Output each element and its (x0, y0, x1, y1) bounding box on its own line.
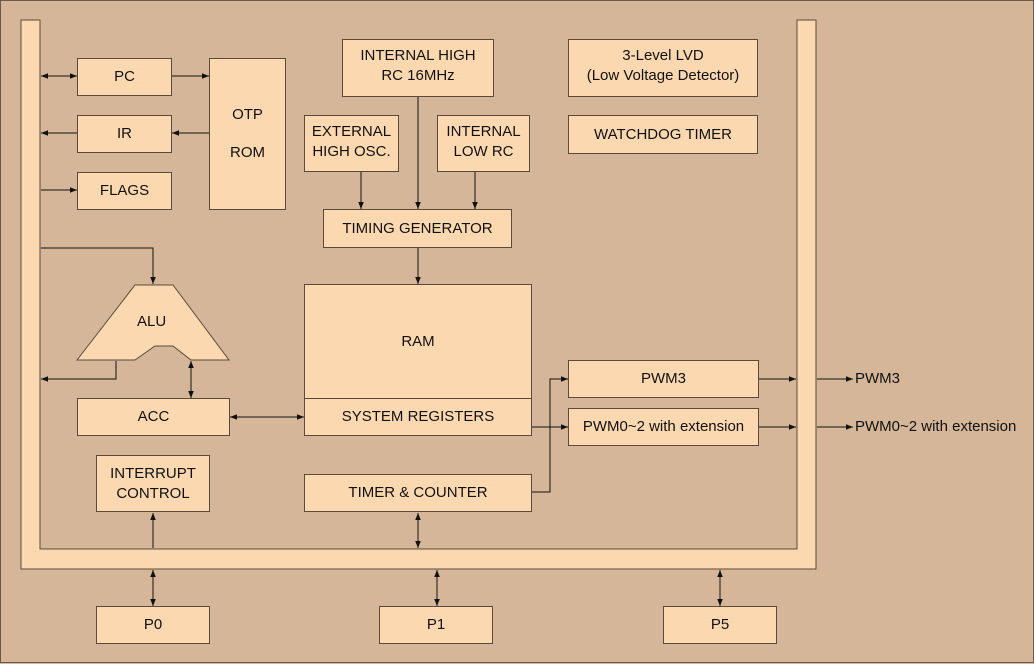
alu-block (75, 284, 230, 361)
ram-block: RAM (304, 284, 532, 399)
watchdog-timer-block: WATCHDOG TIMER (568, 115, 758, 154)
timer-counter-block: TIMER & COUNTER (304, 474, 532, 512)
pwm0-2-output-label: PWM0~2 with extension (855, 418, 1017, 435)
otp-rom-block: OTP ROM (209, 58, 286, 210)
alu-label: ALU (137, 313, 167, 330)
lvd-block: 3-Level LVD (Low Voltage Detector) (568, 39, 758, 97)
timer-pwm3-arrow (532, 376, 568, 493)
external-high-osc-block: EXTERNAL HIGH OSC. (304, 115, 399, 172)
bus-alu-arrow (41, 247, 156, 284)
system-registers-block: SYSTEM REGISTERS (304, 398, 532, 436)
port-p5-block: P5 (663, 606, 777, 644)
internal-high-rc-block: INTERNAL HIGH RC 16MHz (342, 39, 494, 97)
pwm0-2-block: PWM0~2 with extension (568, 408, 759, 446)
internal-low-rc-block: INTERNAL LOW RC (437, 115, 530, 172)
pwm3-output-label: PWM3 (855, 370, 900, 387)
acc-block: ACC (77, 398, 230, 436)
interrupt-control-block: INTERRUPT CONTROL (96, 455, 210, 512)
pc-block: PC (77, 58, 172, 96)
internal-bus (20, 19, 817, 570)
timing-generator-block: TIMING GENERATOR (323, 209, 512, 248)
port-p1-block: P1 (379, 606, 493, 644)
alu-bus-arrow (41, 361, 117, 382)
ir-block: IR (77, 115, 172, 153)
pwm3-block: PWM3 (568, 360, 759, 398)
flags-block: FLAGS (77, 172, 172, 210)
port-p0-block: P0 (96, 606, 210, 644)
